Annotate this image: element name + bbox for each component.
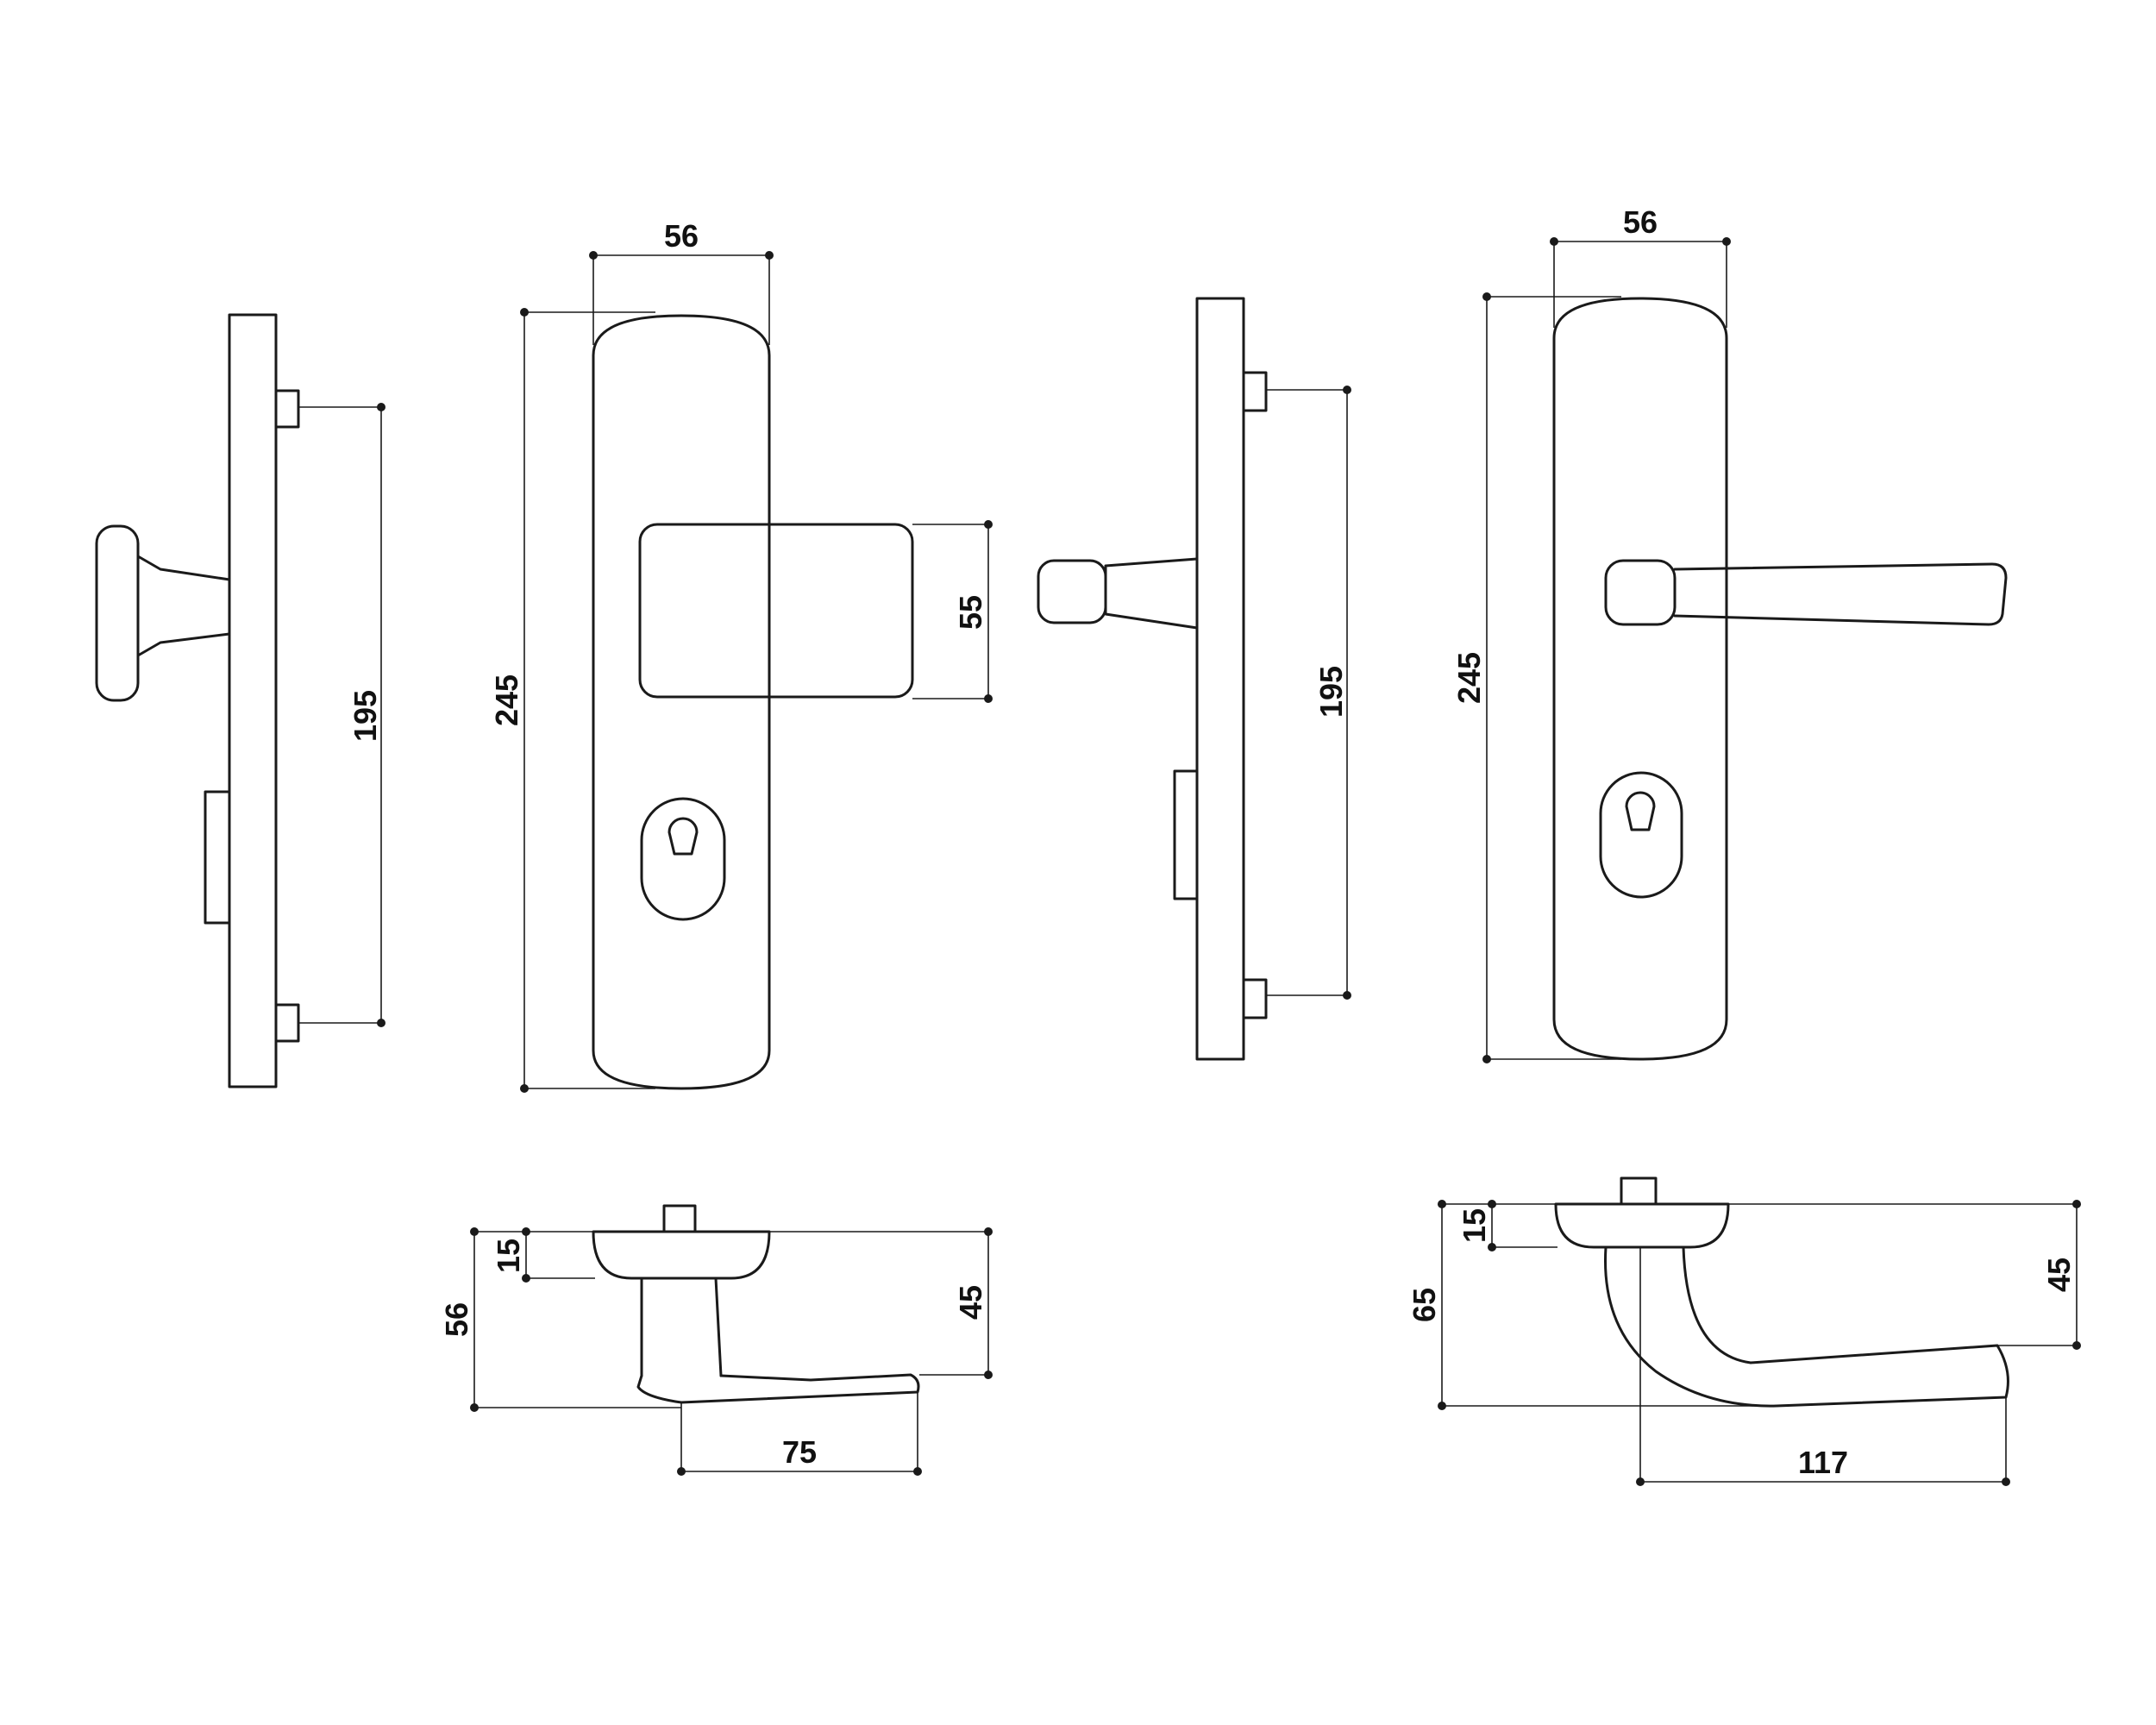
knob-front-view: 56 245 55 xyxy=(489,218,993,1093)
dim-label-total-height: 56 xyxy=(439,1302,474,1337)
lever-side-view: 195 xyxy=(1037,297,1351,1061)
spindle-stub xyxy=(662,1204,697,1233)
front-plate xyxy=(1552,297,1728,1061)
handle-grip xyxy=(636,1373,920,1404)
knob-side-view: 195 xyxy=(95,313,385,1088)
knob-handle-square xyxy=(638,523,914,699)
handle-neck xyxy=(640,1276,723,1377)
side-plate xyxy=(228,313,278,1088)
rose xyxy=(1554,1202,1730,1249)
front-plate xyxy=(592,314,771,1090)
rose xyxy=(592,1230,771,1280)
knob-top-view: 15 56 45 75 xyxy=(439,1204,993,1476)
lever-top-view: 15 65 45 117 xyxy=(1407,1176,2081,1486)
dim-label-handle-height: 55 xyxy=(953,595,988,630)
dim-label-plate-width: 56 xyxy=(664,218,699,254)
keyhole-icon xyxy=(667,817,699,856)
screw-stud-bottom xyxy=(274,1003,300,1043)
dim-label-plate-height: 245 xyxy=(489,674,524,726)
dim-label-handle-height: 45 xyxy=(2041,1258,2077,1292)
lever-curve xyxy=(1603,1245,2009,1408)
dim-label-plate-width: 56 xyxy=(1623,204,1658,240)
dim-label-handle-height: 45 xyxy=(953,1285,988,1320)
dim-label-screw-spacing: 195 xyxy=(348,690,383,742)
side-plate xyxy=(1195,297,1245,1061)
lever-rose xyxy=(1604,559,1677,626)
dim-label-handle-length: 75 xyxy=(782,1434,817,1470)
knob-head xyxy=(95,524,140,702)
lever-neck xyxy=(1104,557,1199,630)
keyhole-escutcheon xyxy=(1599,771,1683,899)
dim-label-rose-height: 15 xyxy=(491,1239,526,1273)
keyhole-icon xyxy=(1625,791,1656,831)
dim-label-screw-spacing: 195 xyxy=(1313,666,1349,718)
lever-handle xyxy=(1673,562,2008,626)
dim-label-rose-height: 15 xyxy=(1457,1208,1492,1243)
spindle-stub xyxy=(1620,1176,1658,1206)
lever-end xyxy=(1037,559,1107,624)
cylinder-housing xyxy=(204,790,231,925)
dim-label-total-height: 65 xyxy=(1407,1288,1442,1322)
cylinder-housing xyxy=(1173,769,1199,900)
dim-label-handle-length: 117 xyxy=(1798,1445,1848,1480)
screw-stud-top xyxy=(1242,371,1268,412)
keyhole-escutcheon xyxy=(640,797,726,921)
screw-stud-bottom xyxy=(1242,978,1268,1019)
dim-label-plate-height: 245 xyxy=(1451,652,1487,704)
screw-stud-top xyxy=(274,389,300,429)
knob-neck xyxy=(136,555,231,657)
lever-front-view: 56 245 xyxy=(1451,204,2008,1063)
